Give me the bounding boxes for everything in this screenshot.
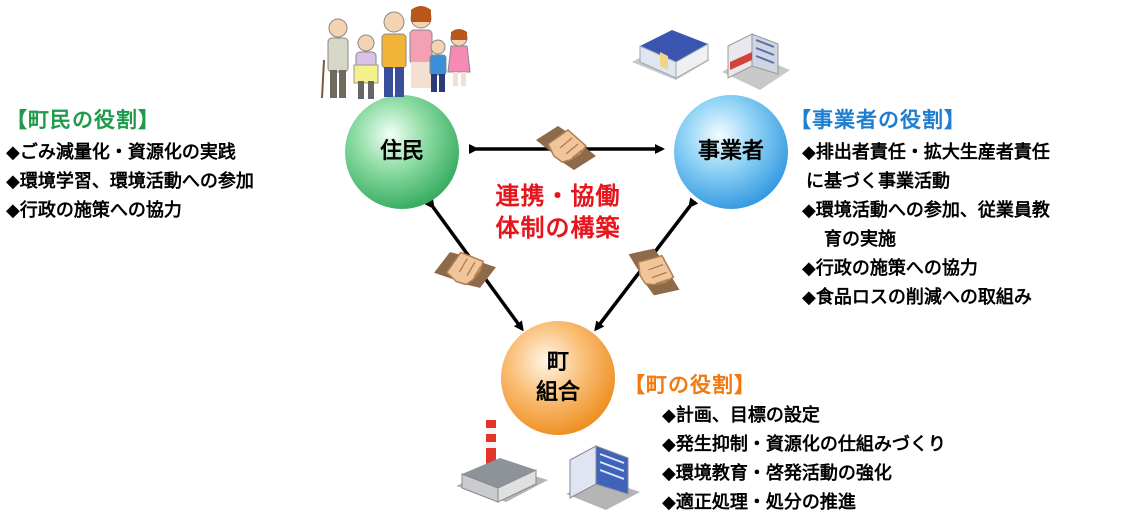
list-item: に基づく事業活動 (806, 171, 950, 192)
list-item: 育の実施 (824, 229, 896, 250)
town-label-line1: 町 (546, 350, 569, 375)
residents-role-list: ◆ごみ減量化・資源化の実践 ◆環境学習、環境活動への参加 ◆行政の施策への協力 (6, 138, 254, 225)
handshake-icon-right (617, 240, 691, 304)
business-role: 【事業者の役割】 ◆排出者責任・拡大生産者責任 に基づく事業活動 ◆環境活動への… (790, 104, 1050, 312)
list-item: ◆行政の施策への協力 (6, 200, 182, 221)
center-text-line2: 体制の構築 (495, 214, 621, 242)
town-circle (501, 321, 615, 435)
center-text: 連携・協働 体制の構築 (478, 180, 638, 244)
list-item: ◆食品ロスの削減への取組み (802, 287, 1032, 308)
residents-role: 【町民の役割】 ◆ごみ減量化・資源化の実践 ◆環境学習、環境活動への参加 ◆行政… (6, 104, 254, 225)
town-role-title: 【町の役割】 (624, 373, 756, 397)
residents-role-title: 【町民の役割】 (6, 108, 160, 132)
town-label: 町 組合 (508, 348, 608, 408)
town-label-line2: 組合 (535, 380, 580, 405)
list-item: ◆排出者責任・拡大生産者責任 (802, 142, 1050, 163)
list-item: ◆環境学習、環境活動への参加 (6, 171, 254, 192)
town-facilities-icon (456, 420, 640, 510)
town-role-list: ◆計画、目標の設定 ◆発生抑制・資源化の仕組みづくり ◆環境教育・啓発活動の強化… (662, 401, 946, 517)
family-illustration-icon (321, 6, 471, 99)
list-item: ◆環境活動への参加、従業員教 (802, 200, 1050, 221)
residents-circle (345, 95, 459, 209)
business-circle (674, 95, 788, 209)
list-item: ◆計画、目標の設定 (662, 405, 820, 426)
list-item: ◆適正処理・処分の推進 (662, 492, 856, 513)
business-role-title: 【事業者の役割】 (790, 108, 966, 132)
list-item: ◆環境教育・啓発活動の強化 (662, 463, 892, 484)
list-item: ◆発生抑制・資源化の仕組みづくり (662, 434, 946, 455)
center-text-line1: 連携・協働 (495, 182, 621, 210)
town-role: 【町の役割】 ◆計画、目標の設定 ◆発生抑制・資源化の仕組みづくり ◆環境教育・… (624, 369, 946, 517)
business-label: 事業者 (697, 139, 764, 164)
residents-label: 住民 (379, 139, 424, 164)
business-role-list: ◆排出者責任・拡大生産者責任 に基づく事業活動 ◆環境活動への参加、従業員教 育… (802, 138, 1050, 312)
business-buildings-icon (632, 30, 790, 90)
list-item: ◆行政の施策への協力 (802, 258, 978, 279)
list-item: ◆ごみ減量化・資源化の実践 (6, 142, 236, 163)
